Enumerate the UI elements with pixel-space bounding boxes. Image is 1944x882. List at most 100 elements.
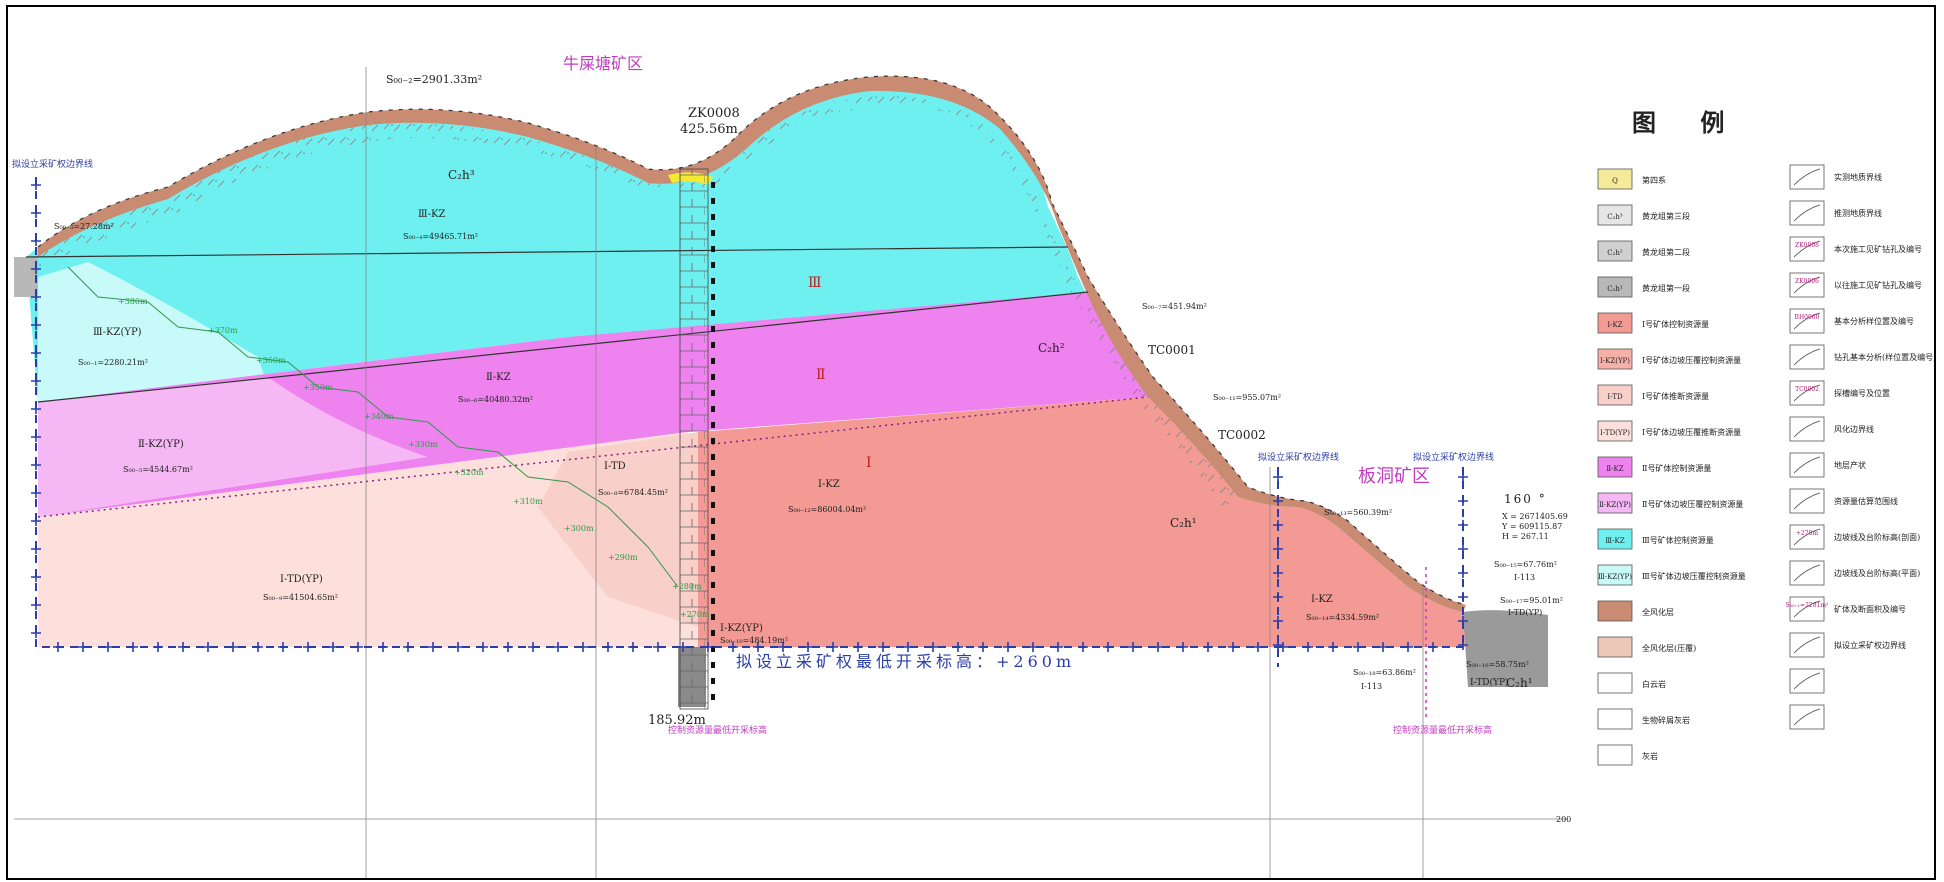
legend-symbol: Ⅰ-KZ(YP) — [1600, 357, 1630, 365]
slope-steps — [67, 266, 679, 588]
zk0008-id: ZK0008 — [688, 106, 740, 121]
legend-left-item: 全风化层(压覆) — [1597, 636, 1696, 658]
s-left: S₀₀₋₃=27.28m² — [54, 222, 114, 231]
contour-label: +300m — [564, 524, 594, 533]
legend-label: 第四系 — [1642, 175, 1666, 185]
legend-right-item: 拟设立采矿权边界线 — [1789, 632, 1906, 658]
point160-x: X = 2671405.69 — [1502, 512, 1568, 521]
legend-line-symbol — [1793, 456, 1821, 474]
legend-line-symbol — [1793, 240, 1821, 258]
legend-box — [1789, 668, 1825, 694]
area-code: Ⅰ-KZ(YP) — [720, 623, 763, 634]
legend-box — [1789, 632, 1825, 658]
legend-swatch — [1597, 744, 1633, 766]
legend-tag: TC0002 — [1795, 386, 1819, 393]
legend-symbol: Q — [1612, 177, 1618, 185]
legend-label: 黄龙组第一段 — [1642, 283, 1690, 293]
legend-right-item: 风化边界线 — [1789, 416, 1874, 442]
legend-swatch — [1597, 348, 1633, 370]
legend-swatch — [1597, 672, 1633, 694]
legend-label: 生物碎屑灰岩 — [1642, 715, 1690, 725]
s-560: S₀₀₋₁₃=560.39m² — [1324, 508, 1392, 517]
legend-line-symbol — [1793, 600, 1821, 618]
area-code: Ⅲ-KZ(YP) — [93, 327, 142, 338]
legend-swatch — [1597, 168, 1633, 190]
area-s: S₀₀₋₅=4544.67m² — [123, 465, 193, 474]
legend-label: 矿体及断面积及编号 — [1834, 604, 1906, 614]
legend-left-item: Ⅲ-KZ(YP) Ⅲ号矿体边坡压覆控制资源量 — [1597, 564, 1746, 586]
area-code: Ⅱ-KZ(YP) — [138, 439, 184, 450]
legend-right-item: 实测地质界线 — [1789, 164, 1882, 190]
area-code: Ⅲ-KZ — [418, 209, 445, 220]
legend-line-symbol — [1793, 492, 1821, 510]
zone-I-label: Ⅰ — [866, 455, 872, 471]
legend-swatch — [1597, 420, 1633, 442]
legend-label: 探槽编号及位置 — [1834, 388, 1890, 398]
host-rock-right — [1463, 610, 1548, 687]
legend-label: 以往施工见矿钻孔及编号 — [1834, 280, 1922, 290]
legend-symbol: Ⅲ-KZ(YP) — [1598, 573, 1632, 581]
scale-value: 200 — [1556, 815, 1571, 824]
legend-box — [1789, 380, 1825, 406]
legend-line-symbol — [1793, 312, 1821, 330]
legend-left-item: Ⅱ-KZ(YP)Ⅱ号矿体边坡压覆控制资源量 — [1597, 492, 1743, 514]
legend-label: Ⅲ号矿体边坡压覆控制资源量 — [1642, 571, 1746, 581]
legend-label: Ⅱ号矿体控制资源量 — [1642, 463, 1711, 473]
legend-line-symbol — [1793, 672, 1821, 690]
legend-title: 图 例 — [1632, 108, 1742, 137]
legend-box — [1789, 308, 1825, 334]
legend-line-symbol — [1793, 564, 1821, 582]
legend-right-item: 边坡线及台阶标高(平面) — [1789, 560, 1920, 586]
stratum-c2h1-right: C₂h¹ — [1506, 676, 1533, 690]
right-limit-note: 控制资源量最低开采标高 — [1393, 724, 1492, 736]
legend-label: 黄龙组第三段 — [1642, 211, 1690, 221]
boundary-label-right: 拟设立采矿权边界线 — [1413, 451, 1494, 463]
legend-label: Ⅰ号矿体边坡压覆控制资源量 — [1642, 355, 1741, 365]
point160-y: Y = 609115.87 — [1501, 522, 1562, 531]
region-north-label: 牛屎塘矿区 — [563, 54, 643, 73]
legend-label: 黄龙组第二段 — [1642, 247, 1690, 257]
contour-label: +280m — [672, 582, 702, 591]
legend-left-item: Q 第四系 — [1597, 168, 1666, 190]
contour-label: +380m — [118, 297, 148, 306]
legend-label: 灰岩 — [1642, 751, 1658, 761]
legend-symbol: Ⅱ-KZ(YP) — [1599, 501, 1631, 509]
legend-swatch — [1597, 636, 1633, 658]
legend-box — [1789, 596, 1825, 622]
drillhole-zk0008 — [679, 168, 715, 710]
legend-box — [1789, 272, 1825, 298]
legend-box — [1789, 488, 1825, 514]
legend-left-item: 生物碎屑灰岩 — [1597, 708, 1690, 730]
legend-symbol: Ⅲ-KZ — [1605, 537, 1624, 545]
legend-box — [1789, 164, 1825, 190]
area-s: S₀₀₋₉=41504.65m² — [263, 593, 338, 602]
contour-label: +360m — [256, 356, 286, 365]
contour-label: +350m — [303, 383, 333, 392]
legend-label: 全风化层 — [1642, 607, 1674, 617]
s-955: S₀₀₋₁₁=955.07m² — [1213, 393, 1281, 402]
contour-label: +370m — [208, 326, 238, 335]
stratum-c2h3: C₂h³ — [448, 168, 475, 182]
legend-symbol: Ⅰ-KZ — [1607, 321, 1622, 329]
s-63b: Ⅰ-113 — [1361, 682, 1382, 691]
legend-label: 基本分析样位置及编号 — [1834, 316, 1914, 326]
legend-label: 推测地质界线 — [1834, 208, 1882, 218]
legend-swatch — [1597, 204, 1633, 226]
legend-label: 实测地质界线 — [1834, 172, 1882, 182]
stratum-c2h1: C₂h¹ — [1170, 516, 1197, 530]
zone-I-KZ — [698, 397, 1468, 647]
zone-III-label: Ⅲ — [808, 275, 822, 291]
legend-line-symbol — [1793, 384, 1821, 402]
area-s: S₀₀₋₁=2280.21m² — [78, 358, 148, 367]
legend-label: Ⅰ号矿体推断资源量 — [1642, 391, 1709, 401]
